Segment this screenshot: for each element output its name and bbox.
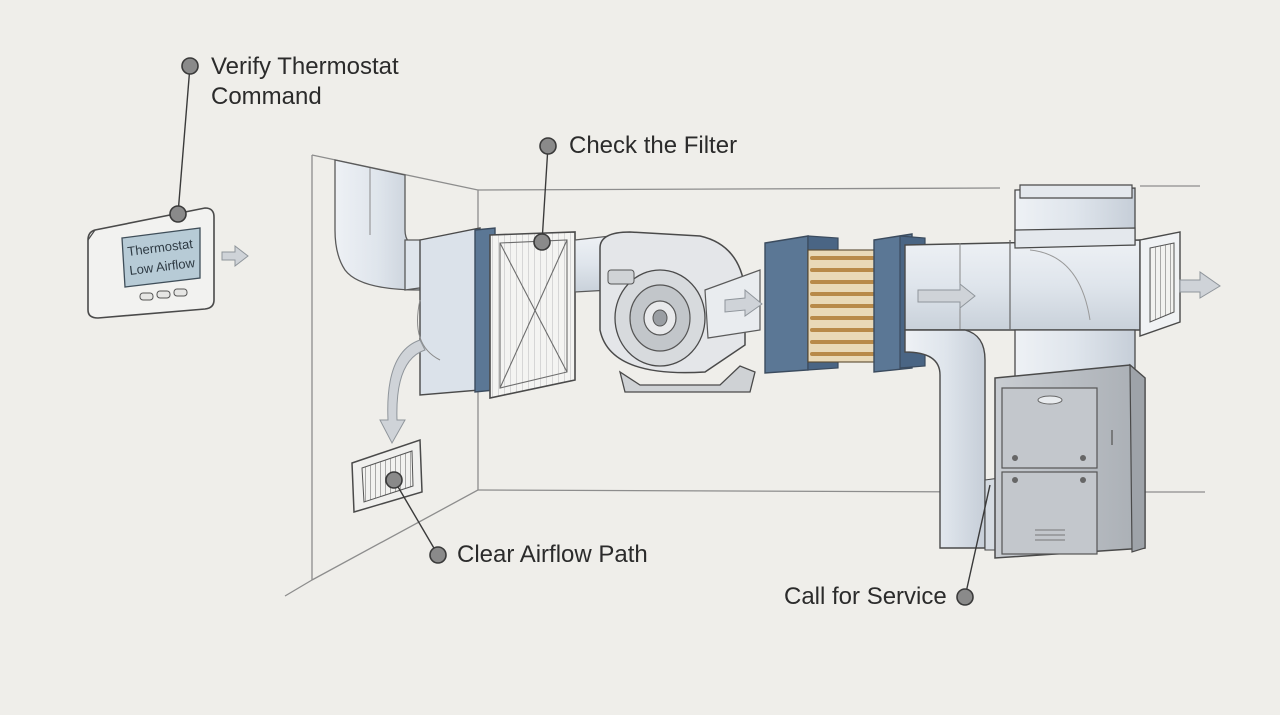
- marker-filter-bottom: [533, 233, 551, 251]
- callout-call-service: Call for Service: [784, 583, 947, 610]
- marker-thermostat-top: [181, 57, 199, 75]
- marker-filter-top: [539, 137, 557, 155]
- marker-airflow-top: [385, 471, 403, 489]
- vertical-plenum: [1014, 184, 1136, 379]
- marker-airflow-bottom: [429, 546, 447, 564]
- callout-clear-airflow: Clear Airflow Path: [457, 541, 648, 568]
- marker-thermostat-bottom: [169, 205, 187, 223]
- supply-duct: [904, 239, 1141, 331]
- marker-service-bottom: [956, 588, 974, 606]
- callout-markers: [169, 57, 974, 606]
- callout-leaders: [177, 65, 991, 598]
- blower-fan-icon: [599, 231, 761, 393]
- thermostat-icon: Thermostat Low Airflow: [87, 207, 215, 319]
- furnace-icon: [994, 363, 1146, 559]
- supply-vent-icon: [1139, 231, 1181, 337]
- filter-housing: [417, 227, 496, 396]
- callout-check-filter: Check the Filter: [569, 132, 738, 159]
- airflow-arrow-icon: [221, 244, 1221, 445]
- air-filter-icon: [489, 231, 576, 399]
- heat-exchanger-coil-icon: [764, 233, 926, 374]
- callout-verify-thermostat: Verify Thermostat Command: [211, 53, 399, 110]
